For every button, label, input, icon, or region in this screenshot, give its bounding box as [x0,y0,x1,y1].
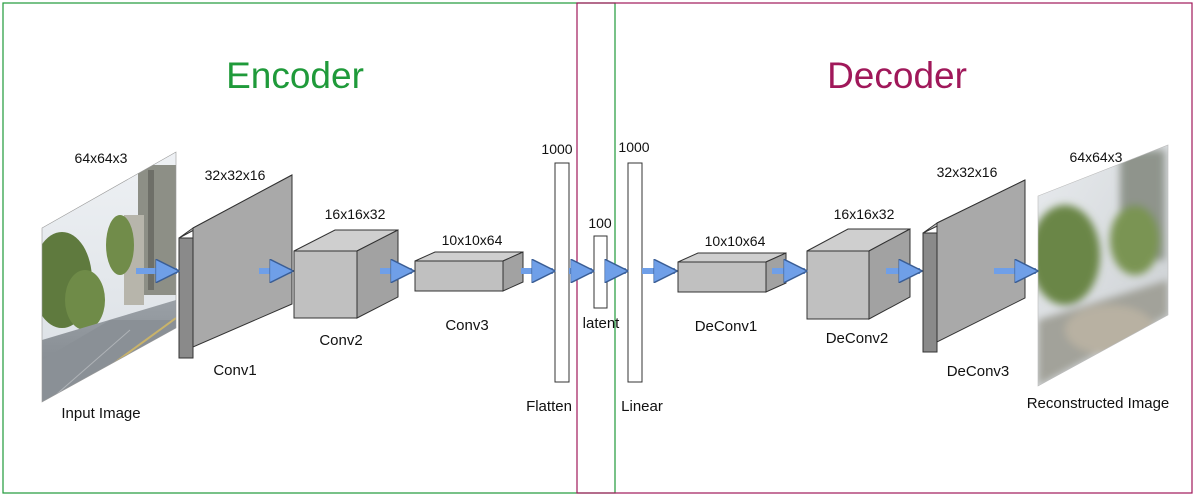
deconv1-label: DeConv1 [695,318,758,335]
reconstructed-image [1038,145,1168,386]
encoder-title: Encoder [226,55,364,96]
deconv2-dim-label: 16x16x32 [834,206,895,222]
latent-dim-label: 100 [588,215,612,231]
deconv3-label: DeConv3 [947,363,1010,380]
input-dim-label: 64x64x3 [75,150,128,166]
deconv1-block [677,252,787,293]
reconstructed-image-label: Reconstructed Image [1027,395,1170,412]
deconv3-block [922,179,1026,353]
conv2-dim-label: 16x16x32 [325,206,386,222]
linear-dim-label: 1000 [618,139,649,155]
conv1-label: Conv1 [213,362,256,379]
flatten-dim-label: 1000 [541,141,572,157]
decoder-title: Decoder [827,55,967,96]
deconv1-dim-label: 10x10x64 [705,233,766,249]
conv3-label: Conv3 [445,317,488,334]
deconv3-dim-label: 32x32x16 [937,164,998,180]
latent-label: latent [583,315,621,332]
output-dim-label: 64x64x3 [1070,149,1123,165]
conv3-dim-label: 10x10x64 [442,232,503,248]
conv3-block [414,251,524,292]
conv2-block [293,229,399,319]
conv2-label: Conv2 [319,332,362,349]
input-image-label: Input Image [61,405,140,422]
latent-vector [593,235,608,309]
conv1-dim-label: 32x32x16 [205,167,266,183]
conv1-block [178,174,293,359]
flatten-vector [554,162,570,383]
encoder-region [2,2,616,494]
decoder-region [576,2,1193,494]
linear-label: Linear [621,398,663,415]
linear-vector [627,162,643,383]
deconv2-label: DeConv2 [826,330,889,347]
flatten-label: Flatten [526,398,572,415]
